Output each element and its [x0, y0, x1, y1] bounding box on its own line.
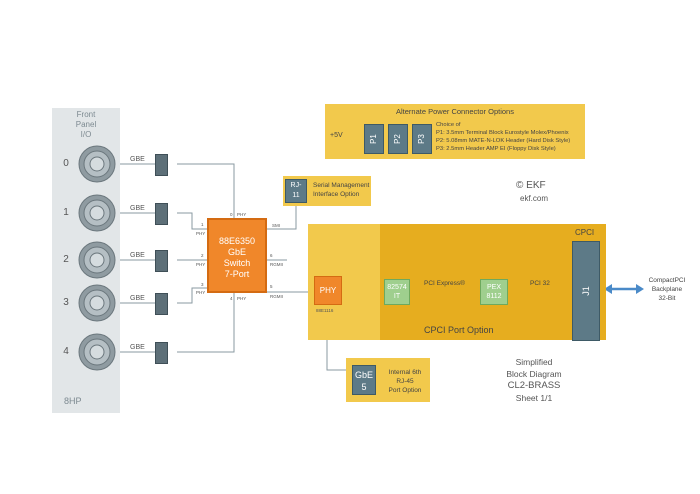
j1-connector: J1: [572, 241, 600, 341]
gbe5-connector: GbE 5: [352, 365, 376, 395]
gbe5-line: GbE: [354, 370, 373, 380]
port-number: 0: [63, 158, 69, 169]
gbe5-caption: Internal 6th RJ-45 Port Option: [382, 368, 428, 395]
power-options-title: Alternate Power Connector Options: [396, 107, 514, 116]
switch-line: Switch: [223, 258, 251, 268]
cpci-port-option-label: CPCI Port Option: [424, 325, 494, 335]
diagram-title-line: Block Diagram: [506, 369, 562, 379]
pin-label: RGMII: [270, 294, 283, 299]
pin-label: PHY: [196, 231, 206, 236]
ethernet-controller-chip: 82574 IT: [384, 279, 410, 305]
rj11-caption-line: Serial Management: [313, 182, 370, 189]
gbe-label: GBE: [130, 295, 145, 302]
pci-bridge-chip: PEX 8112: [480, 279, 508, 305]
j1-label: J1: [580, 286, 591, 296]
magnetics-block: [155, 250, 168, 272]
m12-connector-icon: [78, 145, 116, 183]
pin-label: PHY: [196, 262, 206, 267]
gbe5-caption-line: Port Option: [388, 387, 422, 394]
pin-label: PHY: [237, 296, 247, 301]
switch-chip: 88E6350 GbE Switch 7-Port: [207, 218, 267, 293]
rj11-caption-line: Interface Option: [313, 191, 360, 198]
power-choice-line: P2: 5.08mm MATE-N-LOK Header (Hard Disk …: [436, 138, 571, 144]
diagram-title: Simplified Block Diagram CL2-BRASS Sheet…: [498, 356, 570, 404]
switch-line: 88E6350: [218, 236, 256, 246]
m12-connector-icon: [78, 241, 116, 279]
gbe-label: GBE: [130, 252, 145, 259]
m12-connector-icon: [78, 284, 116, 322]
rj11-connector: RJ- 11: [285, 179, 307, 203]
pin-label: 1: [201, 222, 204, 227]
front-panel-title: Front Panel I/O: [56, 110, 116, 140]
power-connector-p2: P2: [388, 124, 408, 154]
port-number: 1: [63, 207, 69, 218]
m12-connector-icon: [78, 194, 116, 232]
pin-label: PHY: [237, 212, 247, 217]
gbe5-caption-line: Internal 6th: [388, 369, 422, 376]
diagram-title-line: Sheet 1/1: [515, 393, 553, 403]
m12-connector-icon: [78, 333, 116, 371]
magnetics-block: [155, 293, 168, 315]
backplane-label: CompactPCI Backplane 32-Bit: [636, 276, 698, 303]
gbe-label: GBE: [130, 205, 145, 212]
front-panel-title-line: Panel: [75, 120, 97, 129]
diagram-title-line: CL2-BRASS: [507, 380, 561, 391]
magnetics-block: [155, 203, 168, 225]
chip-line: 8112: [486, 293, 502, 300]
chip-line: PEX: [486, 284, 501, 291]
phy-chip: PHY: [314, 276, 342, 305]
rj11-line: RJ-: [290, 182, 302, 189]
gbe5-line: 5: [361, 382, 367, 392]
power-choice-line: Choice of: [436, 122, 461, 128]
pin-label: 2: [201, 253, 204, 258]
power-choice-text: Choice of P1: 3.5mm Terminal Block Euros…: [436, 121, 570, 153]
gbe5-caption-line: RJ-45: [396, 378, 414, 385]
pin-label: RGMII: [270, 262, 283, 267]
brand-url: ekf.com: [520, 194, 549, 203]
hp-label: 8HP: [64, 396, 82, 406]
gbe-label: GBE: [130, 156, 145, 163]
pin-label: 5: [270, 284, 273, 289]
magnetics-block: [155, 154, 168, 176]
diagram-title-line: Simplified: [515, 357, 553, 367]
port-number: 2: [63, 254, 69, 265]
power-choice-line: P1: 3.5mm Terminal Block Eurostyle Molex…: [436, 130, 569, 136]
pin-label: PHY: [196, 290, 206, 295]
pin-label: 3: [201, 282, 204, 287]
pci32-label: PCI 32: [530, 280, 550, 287]
power-connector-p1: P1: [364, 124, 384, 154]
gbe-label: GBE: [130, 344, 145, 351]
backplane-line: 32-Bit: [658, 295, 676, 302]
rj11-line: 11: [292, 192, 300, 199]
switch-line: GbE: [227, 247, 246, 257]
voltage-label: +5V: [330, 132, 343, 139]
backplane-line: CompactPCI: [648, 277, 686, 284]
pin-label: SMI: [272, 223, 281, 228]
brand-copyright: © EKF: [516, 180, 546, 191]
port-number: 3: [63, 297, 69, 308]
connector-label: P3: [416, 134, 426, 144]
pin-label: 6: [270, 253, 273, 258]
phy-part-number: 88E1116: [316, 308, 334, 313]
power-connector-p3: P3: [412, 124, 432, 154]
chip-line: IT: [393, 293, 401, 300]
rj11-caption: Serial Management Interface Option: [313, 181, 369, 199]
pin-label: 4: [230, 296, 233, 301]
cpci-title: CPCI: [575, 228, 595, 237]
port-number: 4: [63, 346, 69, 357]
magnetics-block: [155, 342, 168, 364]
chip-line: 82574: [387, 284, 407, 291]
switch-line: 7-Port: [224, 269, 250, 279]
backplane-line: Backplane: [651, 286, 683, 293]
front-panel-title-line: I/O: [80, 130, 92, 139]
pci-express-label: PCI Express®: [424, 280, 465, 287]
front-panel-title-line: Front: [76, 110, 96, 119]
power-choice-line: P3: 2.5mm Header AMP EI (Floppy Disk Sty…: [436, 146, 556, 152]
pin-label: 0: [230, 212, 233, 217]
